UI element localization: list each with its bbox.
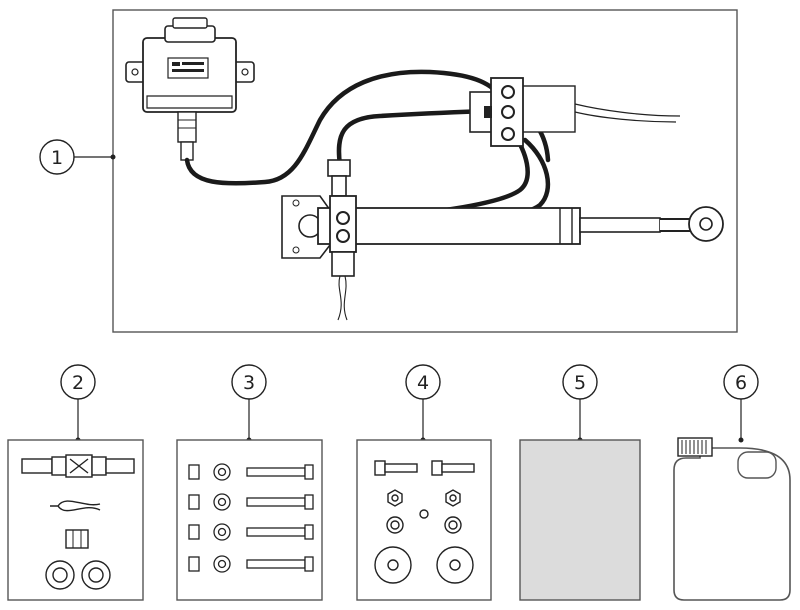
bolt-head-icon [304,524,314,540]
kit-5-panel: 5 [519,364,641,601]
oil-canister-icon [673,437,791,601]
washer-icon [217,467,227,477]
callout-1-number: 1 [51,147,63,169]
bolt-set-icon [188,463,314,573]
washer-icon [374,516,474,584]
bolt-icon [246,527,306,537]
callout-4: 4 [405,364,441,443]
nut-icon [188,556,200,572]
callout-6-number: 6 [735,372,747,394]
callout-2: 2 [60,364,96,443]
washer-icon [217,497,227,507]
callout-2-number: 2 [72,372,84,394]
callout-5: 5 [562,364,598,443]
hydraulic-cylinder-icon [281,159,724,321]
bolt-head-icon [304,494,314,510]
bolt-icon [246,497,306,507]
hex-nut-icon [387,489,461,519]
mounting-bolt-icon [374,460,475,476]
kit-4-panel: 4 [356,364,492,601]
nut-icon [65,529,89,549]
kit-3-panel: 3 [176,364,323,601]
kit-6-panel: 6 [673,364,791,601]
clip-pin-icon [50,500,101,512]
nut-icon [188,494,200,510]
manual-document-icon [519,439,641,601]
valve-block-icon [469,77,681,147]
callout-6: 6 [723,364,759,443]
washer-icon [217,527,227,537]
kit-3-frame [176,439,323,601]
callout-5-number: 5 [574,372,586,394]
bolt-head-icon [304,556,314,572]
bolt-icon [246,467,306,477]
callout-1: 1 [39,139,116,175]
callout-3: 3 [231,364,267,443]
kit-1-panel: 1 [39,9,738,333]
nut-icon [188,464,200,480]
connector-pin-icon [21,454,135,478]
callout-4-number: 4 [417,372,429,394]
kit-2-panel: 2 [7,364,144,601]
bolt-icon [246,559,306,569]
nut-icon [188,524,200,540]
washer-icon [45,560,111,590]
callout-3-number: 3 [243,372,255,394]
bolt-head-icon [304,464,314,480]
control-box-icon [125,17,255,161]
washer-icon [217,559,227,569]
